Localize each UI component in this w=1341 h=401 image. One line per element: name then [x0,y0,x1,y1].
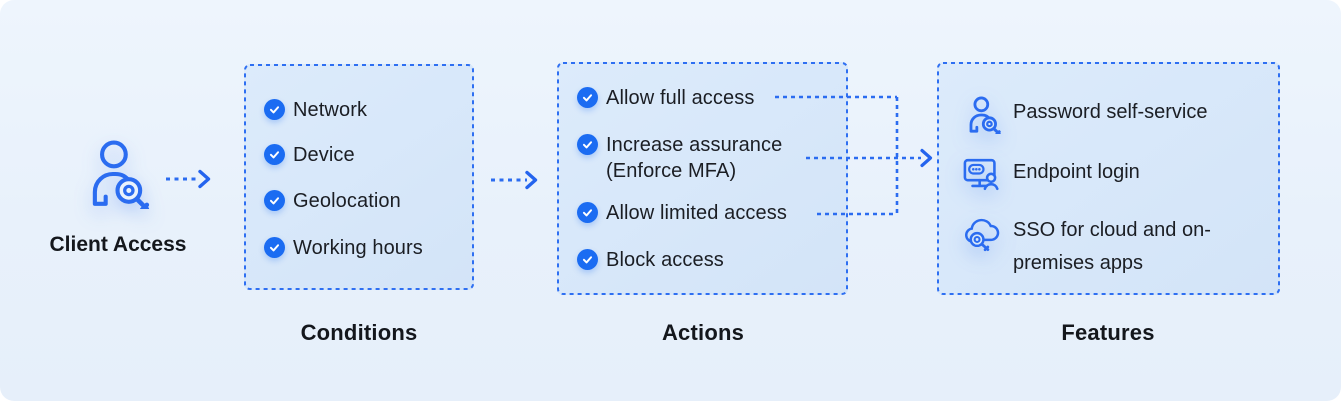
endpoint-login-icon [963,156,1003,192]
feature-item-label: Endpoint login [1013,161,1140,183]
action-item: Increase assurance (Enforce MFA) [577,132,806,184]
condition-item: Geolocation [264,188,401,214]
condition-item-label: Device [293,144,355,166]
check-icon [577,202,598,223]
features-group-label: Features [1061,320,1155,345]
condition-item: Network [264,97,367,123]
feature-item-label: SSO for cloud and on-premises apps [1013,219,1211,274]
action-item: Allow full access [577,85,754,111]
check-icon [264,190,285,211]
condition-item-label: Working hours [293,237,423,259]
check-icon [264,144,285,165]
check-icon [264,237,285,258]
action-item: Block access [577,247,724,273]
conditions-group-label: Conditions [300,320,418,345]
condition-item-label: Geolocation [293,190,401,212]
action-item-label: Increase assurance (Enforce MFA) [606,134,783,182]
user-search-icon [92,140,150,209]
client-access-label: Client Access [49,233,187,256]
action-item-label: Block access [606,249,724,271]
panel-features: Password self-service Endpoint login [937,62,1280,295]
actions-group-label: Actions [661,320,745,345]
feature-item: Password self-service [963,96,1208,134]
feature-item: Endpoint login [963,156,1140,192]
condition-item: Device [264,142,355,168]
condition-item-label: Network [293,99,368,121]
feature-item-label: Password self-service [1013,101,1208,123]
panel-conditions: Network Device Geolocation Working hours [244,64,474,290]
check-icon [577,249,598,270]
check-icon [264,99,285,120]
condition-item: Working hours [264,235,423,261]
cloud-sso-icon [963,214,1003,254]
user-search-icon [963,96,1003,134]
action-item-label: Allow limited access [606,202,787,224]
feature-item: SSO for cloud and on-premises apps [963,214,1259,280]
panel-actions: Allow full access Increase assurance (En… [557,62,848,295]
action-item-label: Allow full access [606,87,755,109]
action-item: Allow limited access [577,200,787,226]
check-icon [577,87,598,108]
check-icon [577,134,598,155]
